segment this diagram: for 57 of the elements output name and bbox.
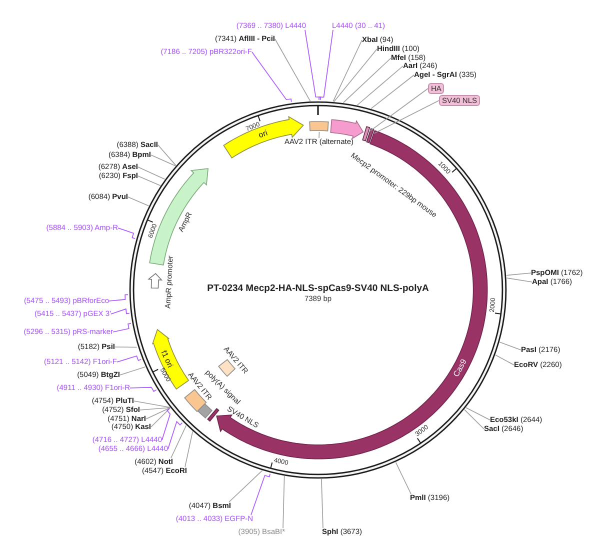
leader-line [158, 144, 176, 166]
leader-line [116, 356, 142, 362]
feature-box [309, 121, 330, 132]
feature-band [330, 119, 364, 140]
leader-line [250, 473, 270, 516]
leader-line [318, 132, 320, 138]
leader-line [334, 48, 378, 102]
leader-line [252, 52, 292, 102]
leader-line [170, 425, 187, 458]
feature-band [148, 272, 162, 289]
leader-line [370, 88, 428, 132]
feature-mark [362, 126, 370, 142]
leader-line [130, 386, 157, 392]
leader-line [114, 346, 138, 348]
feature-label: f1 ori [160, 348, 176, 369]
feature-box [197, 403, 213, 419]
leader-line [342, 58, 392, 104]
feature-label: ori [257, 128, 269, 140]
leader-line [150, 407, 171, 428]
leader-line [162, 408, 171, 440]
map-title: PT-0234 Mecp2-HA-NLS-spCas9-SV40 NLS-polyA [207, 283, 429, 294]
leader-line [495, 354, 514, 366]
leader-line [464, 409, 484, 430]
leader-line [318, 30, 334, 100]
leader-line [138, 176, 161, 186]
leader-line [274, 38, 311, 102]
leader-line [332, 40, 362, 102]
leader-line [370, 74, 414, 110]
leader-line [321, 478, 324, 528]
leader-line [374, 100, 440, 134]
leader-line [395, 462, 412, 494]
leader-line [304, 30, 321, 100]
leader-line [150, 154, 176, 166]
leader-line [108, 294, 128, 302]
leader-line [184, 431, 194, 468]
feature-band [222, 116, 304, 159]
leader-line [138, 166, 166, 180]
leader-line [110, 308, 130, 314]
feature-band [152, 329, 190, 390]
leader-line [118, 228, 136, 239]
leader-line [506, 278, 532, 282]
leader-line [282, 476, 285, 528]
leader-line [112, 323, 132, 332]
feature-mark [366, 128, 374, 144]
feature-mark [206, 408, 220, 422]
leader-line [356, 66, 404, 106]
leader-line [506, 272, 532, 276]
feature-label: Cas9 [451, 358, 468, 379]
leader-line [499, 342, 522, 350]
leader-line [128, 196, 150, 206]
leader-line [168, 420, 183, 450]
leader-line [466, 407, 490, 420]
leader-line [228, 470, 263, 502]
leader-line [146, 407, 171, 420]
leader-line [140, 407, 170, 410]
leader-line [134, 400, 170, 408]
leader-line [120, 366, 146, 376]
